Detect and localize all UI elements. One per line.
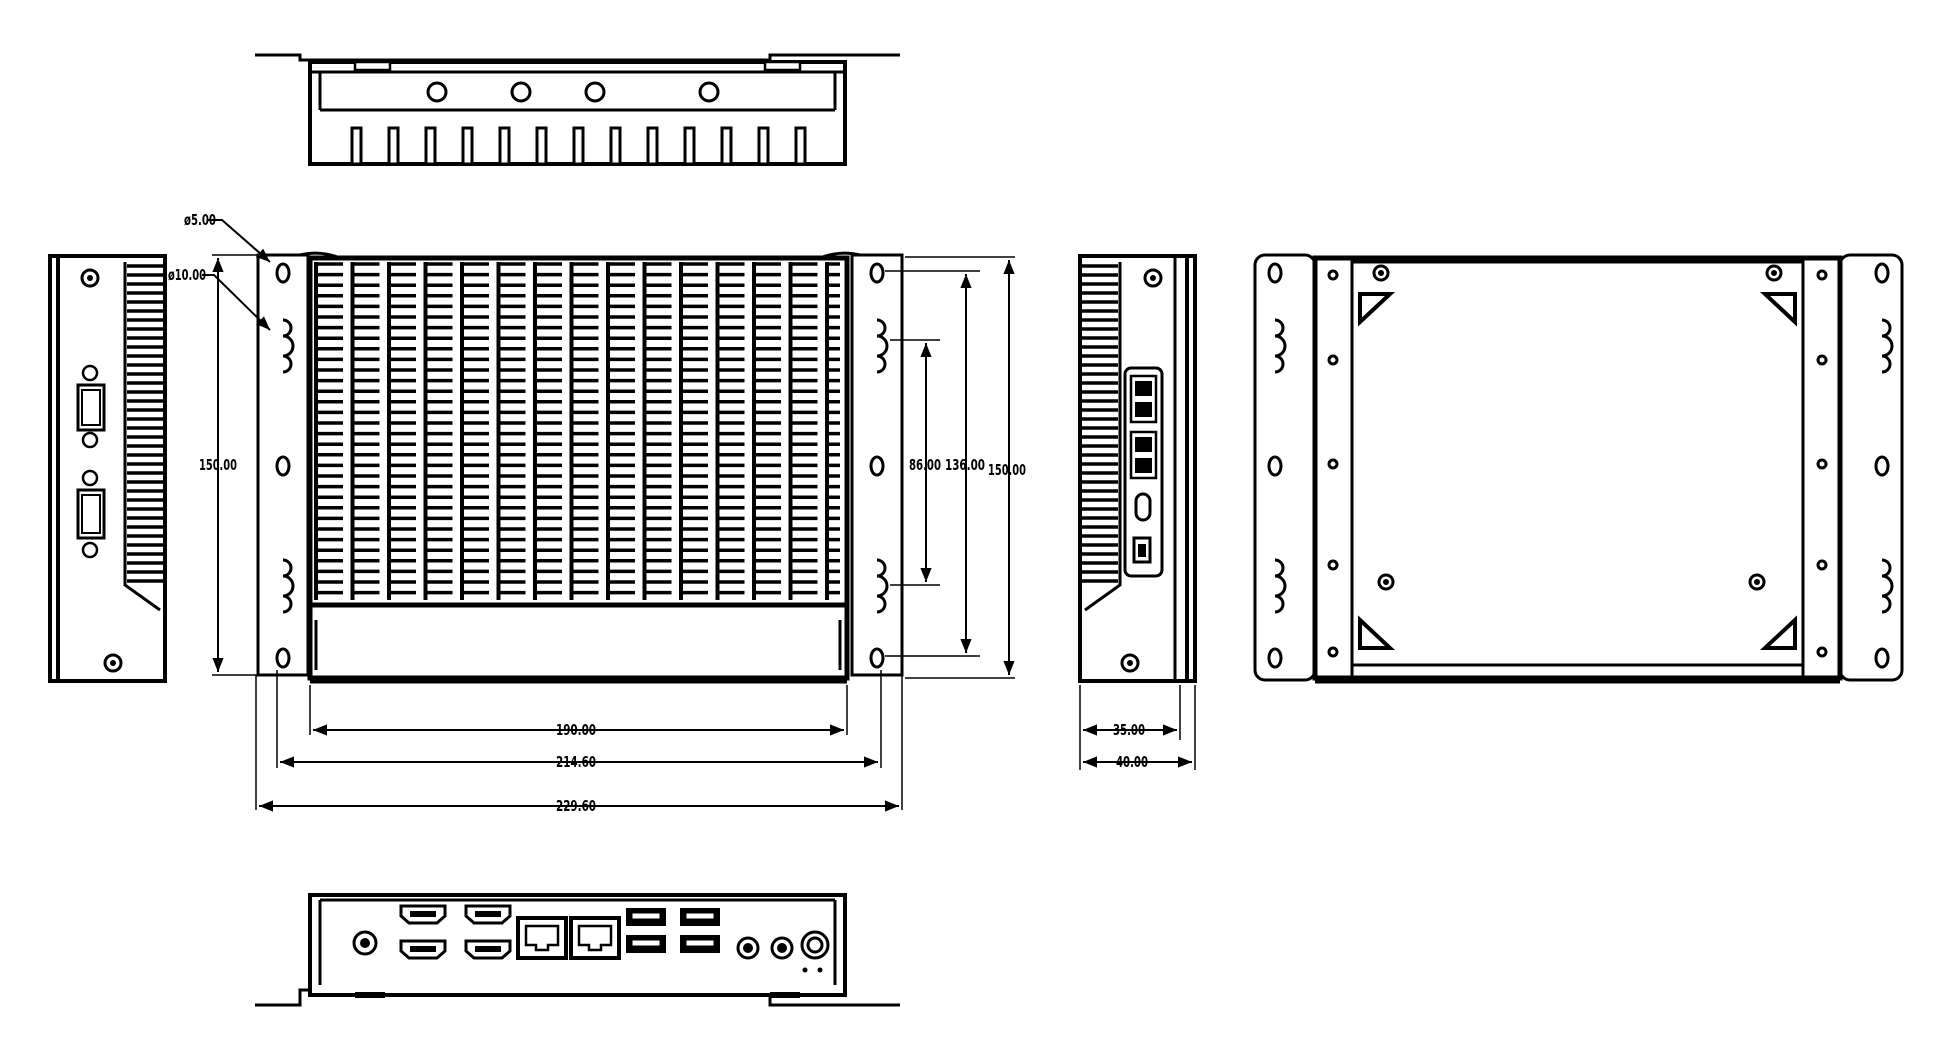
micro-usb-port — [1132, 536, 1152, 564]
bottom-triangles — [1358, 292, 1797, 650]
left-side-view — [48, 254, 167, 683]
rear-io-view — [255, 893, 900, 1007]
dim-overall-width: 229.60 — [556, 797, 596, 815]
fin — [757, 126, 770, 166]
usb-port — [1129, 430, 1158, 480]
fin — [424, 126, 437, 166]
fin — [646, 126, 659, 166]
top-screw-holes — [426, 81, 720, 103]
dc-jack — [800, 930, 830, 973]
usb-c-port — [1134, 492, 1152, 522]
dim-depth-overall: 40.00 — [1116, 753, 1148, 771]
usb-port — [680, 908, 720, 926]
fin — [572, 126, 585, 166]
hole-small-label: ø5.00 — [184, 211, 216, 229]
hdmi-port — [464, 904, 512, 925]
fin — [535, 126, 548, 166]
fin — [461, 126, 474, 166]
serial-port — [76, 469, 106, 559]
fin — [683, 126, 696, 166]
usb-port — [680, 935, 720, 953]
bottom-bracket-holes — [1267, 262, 1894, 669]
usb-port — [626, 908, 666, 926]
dim-hole-spacing: 136.00 — [945, 456, 985, 474]
right-fins — [1080, 264, 1118, 583]
hdmi-port — [399, 904, 447, 925]
dim-slot-spacing: 86.00 — [909, 456, 941, 474]
rj45-port — [569, 916, 621, 960]
usb-port — [1129, 374, 1158, 424]
dim-depth-body: 35.00 — [1113, 721, 1145, 739]
right-side-view — [1078, 254, 1197, 683]
front-view — [256, 251, 904, 684]
fin — [387, 126, 400, 166]
dim-height-side: 150.00 — [988, 461, 1026, 479]
fin — [498, 126, 511, 166]
top-view — [255, 53, 900, 166]
bottom-plate-view — [1253, 253, 1904, 684]
front-fins — [314, 262, 840, 600]
dim-hole-width: 214.60 — [556, 753, 596, 771]
audio-jack — [770, 936, 794, 960]
bottom-screws — [1372, 264, 1783, 591]
hole-large-label: ø10.00 — [168, 266, 206, 284]
power-button — [352, 930, 378, 956]
fin — [350, 126, 363, 166]
fin — [794, 126, 807, 166]
dim-body-width: 190.00 — [556, 721, 596, 739]
rj45-port — [516, 916, 568, 960]
left-bracket-holes — [275, 262, 295, 669]
fin — [720, 126, 733, 166]
fin — [609, 126, 622, 166]
dimension-labels: ø5.00 ø10.00 150.00 86.00 136.00 150.00 … — [168, 211, 1148, 815]
serial-port — [76, 364, 106, 449]
hdmi-port — [464, 939, 512, 960]
right-bracket-holes — [869, 262, 889, 669]
left-fins — [127, 264, 165, 583]
usb-port — [626, 935, 666, 953]
dim-height-front: 150.00 — [199, 456, 237, 474]
audio-jack — [736, 936, 760, 960]
dimension-lines — [202, 219, 1196, 812]
hdmi-port — [399, 939, 447, 960]
